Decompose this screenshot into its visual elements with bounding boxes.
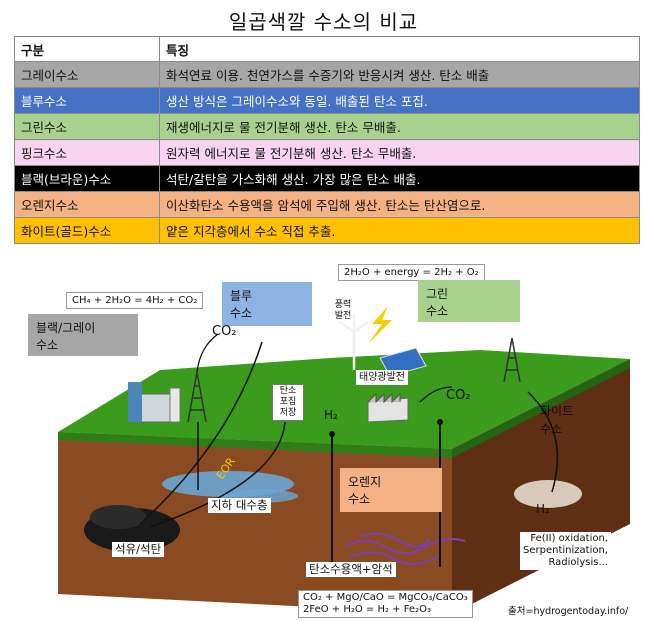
row-name: 핑크수소 — [14, 139, 160, 166]
row-desc: 화석연료 이용. 천연가스를 수증기와 반응시켜 생산. 탄소 배출 — [159, 61, 640, 88]
derrick-left — [187, 371, 207, 423]
label-h2-white: H₂ — [536, 502, 550, 516]
table-row-green: 그린수소 재생에너지로 물 전기분해 생산. 탄소 무배출. — [14, 113, 640, 140]
equation-iron-oxidation: 2FeO + H₂O = H₂ + Fe₂O₃ — [303, 604, 431, 615]
mineralization-equations: CO₂ + MgO/CaO = MgCO₃/CaCO₃ 2FeO + H₂O =… — [298, 590, 473, 618]
table-row-white: 화이트(골드)수소 얕은 지각층에서 수소 직접 추출. — [14, 217, 640, 244]
row-desc: 석탄/갈탄을 가스화해 생산. 가장 많은 탄소 배출. — [159, 165, 640, 192]
gas-plant-tank — [128, 382, 142, 422]
rock-veins — [344, 532, 466, 566]
label-geologic-processes: Fe(II) oxidation, Serpentinization, Radi… — [520, 532, 611, 570]
hydrogen-comparison-table: 구분 특징 그레이수소 화석연료 이용. 천연가스를 수증기와 반응시켜 생산.… — [14, 36, 640, 244]
label-co2-right: CO₂ — [446, 388, 471, 403]
table-row-black: 블랙(브라운)수소 석탄/갈탄을 가스화해 생산. 가장 많은 탄소 배출. — [14, 165, 640, 192]
equation-mineralization: CO₂ + MgO/CaO = MgCO₃/CaCO₃ — [303, 592, 468, 603]
gas-plant-stack — [169, 387, 181, 423]
derrick-right — [503, 337, 521, 383]
label-wind-power: 풍력 발전 — [334, 300, 352, 321]
label-white-hydrogen: 화이트 수소 — [540, 404, 574, 436]
row-name: 그레이수소 — [14, 61, 160, 88]
lightning-bolt — [368, 306, 392, 344]
hydrogen-production-illustration: EOR CH₄ + 2H₂O = 4H₂ + CO₂ 2H₂O + energy… — [0, 262, 647, 621]
row-desc: 재생에너지로 물 전기분해 생산. 탄소 무배출. — [159, 113, 640, 140]
row-name: 화이트(골드)수소 — [14, 217, 160, 244]
row-name: 그린수소 — [14, 113, 160, 140]
label-carbon-solution-rock: 탄소수용액+암석 — [306, 562, 396, 577]
white-h2-pipe — [527, 391, 559, 493]
label-oil-coal: 석유/석탄 — [112, 542, 165, 557]
row-name: 블랙(브라운)수소 — [14, 165, 160, 192]
table-row-pink: 핑크수소 원자력 에너지로 물 전기분해 생산. 탄소 무배출. — [14, 139, 640, 166]
grass-top — [58, 350, 630, 449]
row-desc: 생산 방식은 그레이수소와 동일. 배출된 탄소 포집. — [159, 87, 640, 114]
row-desc: 원자력 에너지로 물 전기분해 생산. 탄소 무배출. — [159, 139, 640, 166]
row-name: 오렌지수소 — [14, 191, 160, 218]
co2-pipe-top — [437, 419, 443, 425]
label-blue-hydrogen: 블루 수소 — [222, 282, 312, 326]
label-h2-middle: H₂ — [324, 408, 338, 422]
row-name: 블루수소 — [14, 87, 160, 114]
table-row-blue: 블루수소 생산 방식은 그레이수소와 동일. 배출된 탄소 포집. — [14, 87, 640, 114]
table-row-gray: 그레이수소 화석연료 이용. 천연가스를 수증기와 반응시켜 생산. 탄소 배출 — [14, 61, 640, 88]
page-title: 일곱색깔 수소의 비교 — [228, 10, 419, 34]
label-carbon-capture-storage: 탄소 포집 저장 — [272, 384, 304, 421]
row-desc: 이산화탄소 수용액을 암석에 주입해 생산. 탄소는 탄산염으로. — [159, 191, 640, 218]
wind-turbine-blades — [339, 314, 369, 334]
row-desc: 얕은 지각층에서 수소 직접 추출. — [159, 217, 640, 244]
grass-side-edge — [452, 359, 630, 458]
white-hydrogen-deposit — [514, 480, 582, 508]
table-header-row: 구분 특징 — [14, 36, 640, 62]
eor-pipe — [139, 341, 263, 525]
co2-arrow-right — [419, 386, 453, 403]
methane-reforming-equation: CH₄ + 2H₂O = 4H₂ + CO₂ — [66, 292, 204, 309]
grass-front-edge — [58, 432, 452, 458]
source-credit: 출처=hydrogentoday.info/ — [508, 606, 629, 617]
ccs-pipe — [149, 421, 286, 528]
header-feature: 특징 — [159, 36, 640, 62]
factory-roof — [367, 392, 401, 404]
label-aquifer: 지하 대수층 — [208, 498, 271, 513]
water-electrolysis-equation: 2H₂O + energy = 2H₂ + O₂ — [338, 264, 485, 281]
header-category: 구분 — [14, 36, 160, 62]
label-green-hydrogen: 그린 수소 — [418, 280, 520, 322]
h2-pipe-top — [329, 431, 335, 437]
co2-arrow-left — [196, 333, 219, 373]
label-co2-left: CO₂ — [212, 324, 237, 339]
table-row-orange: 오렌지수소 이산화탄소 수용액을 암석에 주입해 생산. 탄소는 탄산염으로. — [14, 191, 640, 218]
label-solar-power: 태양광발전 — [356, 370, 408, 385]
oil-coal-deposit-2 — [90, 505, 146, 529]
label-black-gray-hydrogen: 블랙/그레이 수소 — [28, 314, 138, 356]
label-orange-hydrogen: 오렌지 수소 — [340, 468, 442, 512]
